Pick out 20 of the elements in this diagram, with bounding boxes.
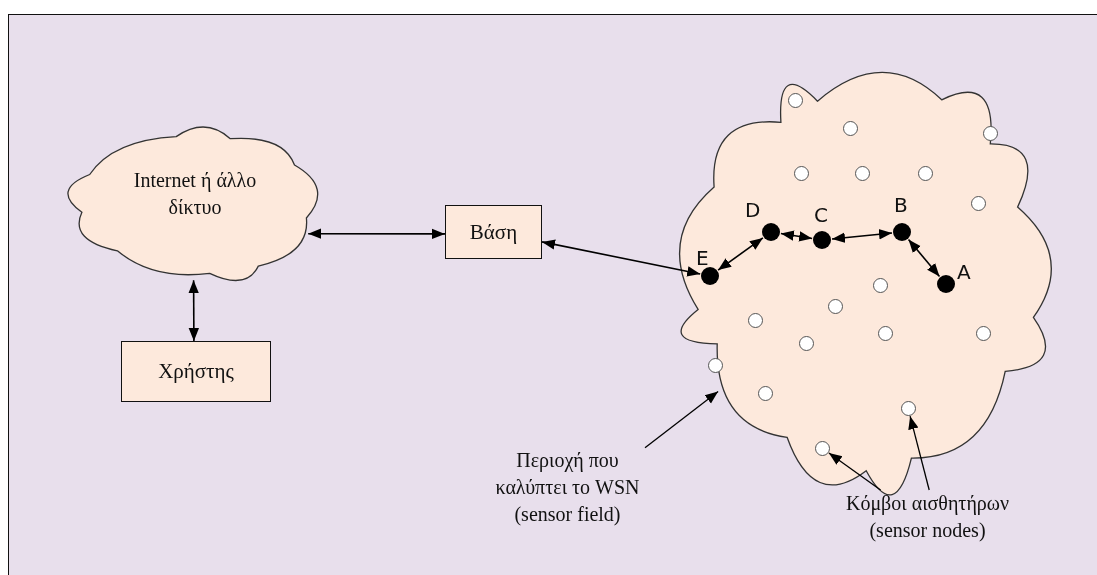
leader-line (828, 452, 882, 491)
arrow (907, 238, 941, 278)
arrow (717, 237, 764, 271)
callout-text: Κόμβοι αισθητήρων (sensor nodes) (820, 490, 1035, 546)
process-box: Βάση (445, 205, 542, 259)
arrow (780, 230, 813, 242)
arrow (831, 229, 893, 243)
node-letter: A (957, 260, 971, 284)
arrow (188, 279, 200, 342)
node-letter: B (894, 193, 908, 217)
leader-line (908, 415, 930, 491)
arrow (541, 239, 701, 277)
callout-text: Περιοχή που καλύπτει το WSN (sensor field) (490, 447, 645, 531)
node-letter: C (814, 203, 828, 227)
node-letter: D (745, 198, 761, 222)
node-letter: E (696, 246, 709, 270)
arrow (307, 228, 446, 240)
leader-line (644, 390, 719, 449)
node-text: Internet ή άλλο δίκτυο (132, 168, 258, 220)
process-box: Χρήστης (121, 341, 271, 402)
